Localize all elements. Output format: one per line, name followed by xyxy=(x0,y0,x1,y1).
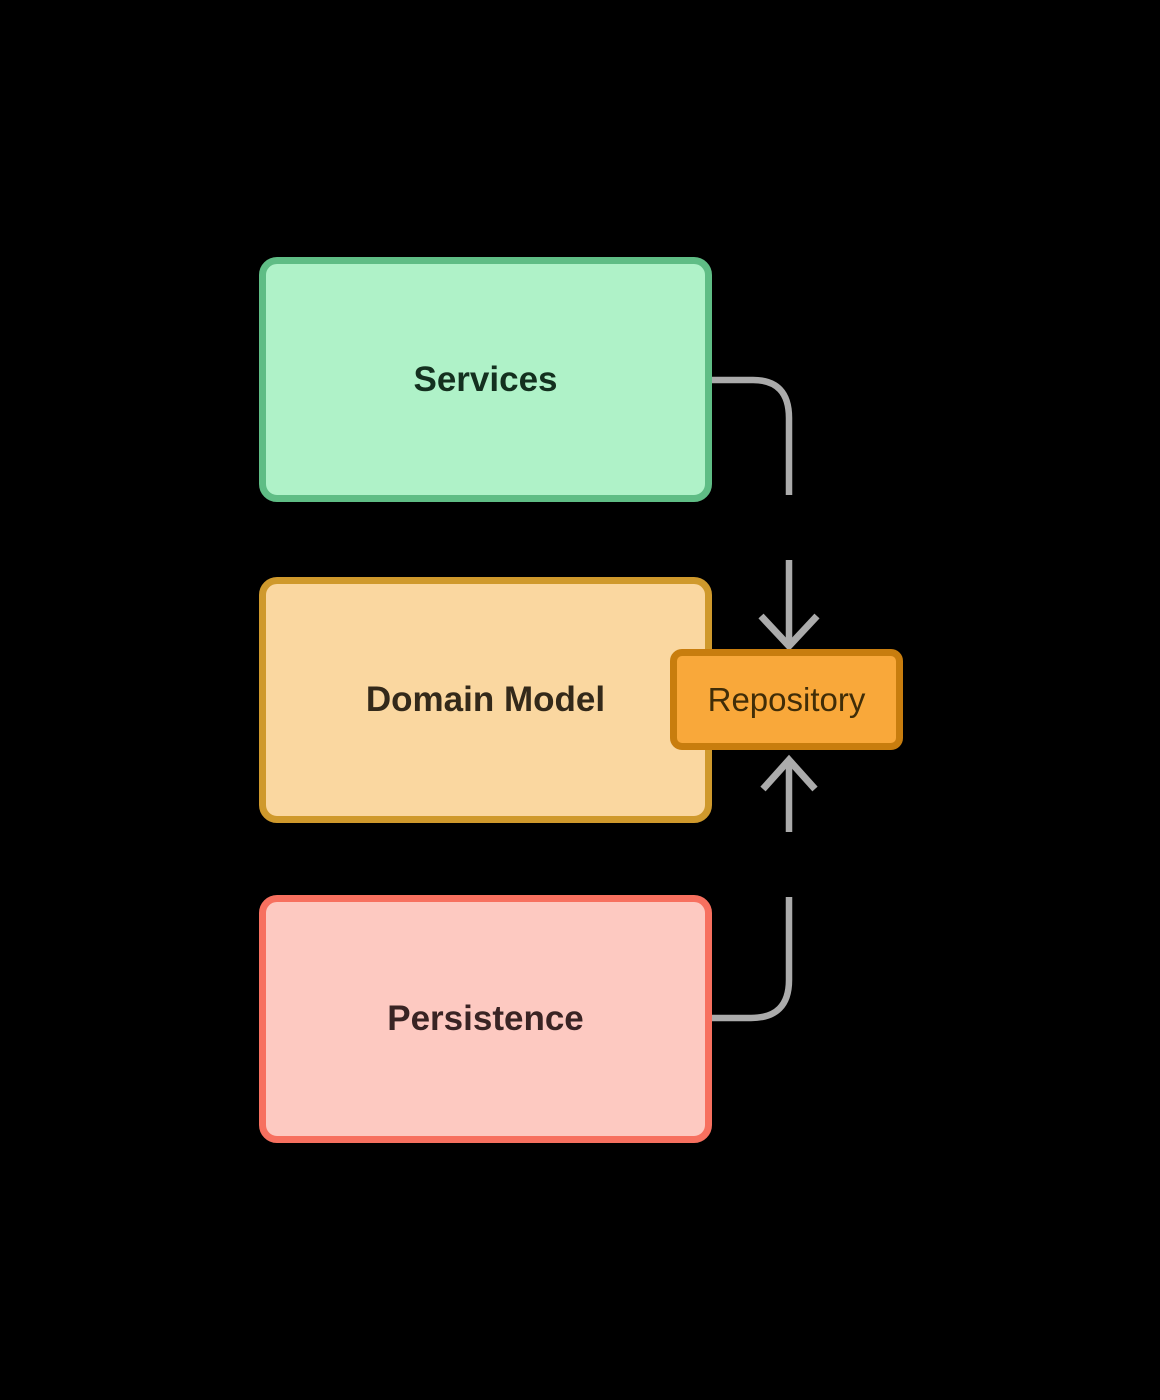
node-persistence-label: Persistence xyxy=(387,999,584,1038)
node-domain-model: Domain Model xyxy=(259,577,712,823)
arrow-persistence-to-repository xyxy=(712,754,818,1022)
node-services-label: Services xyxy=(413,359,558,399)
node-repository: Repository xyxy=(670,649,903,750)
arrow-services-to-repository xyxy=(712,376,820,652)
arrowhead-down-icon xyxy=(758,613,820,652)
node-persistence: Persistence xyxy=(259,895,712,1143)
edge-segment xyxy=(712,376,793,495)
node-services: Services xyxy=(259,257,712,502)
node-domain-model-label: Domain Model xyxy=(365,680,606,719)
edge-segment xyxy=(712,897,793,1022)
node-repository-label: Repository xyxy=(707,680,866,718)
